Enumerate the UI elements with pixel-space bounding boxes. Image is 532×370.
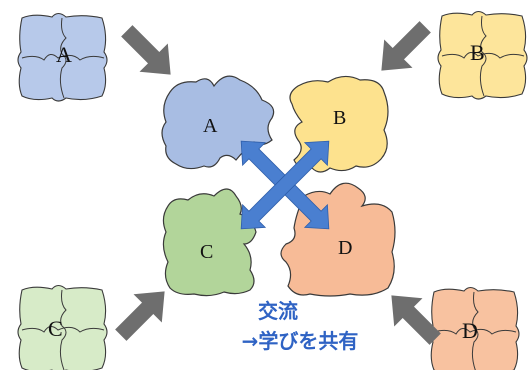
puzzle-piece-b-label: B [333, 107, 346, 129]
small-puzzle-b-label: B [470, 40, 485, 65]
caption-line-2: →学びを共有 [242, 329, 359, 353]
small-puzzle-b: B [437, 10, 528, 100]
puzzle-piece-a-label: A [203, 115, 218, 137]
small-puzzle-d: D [429, 286, 520, 370]
arrow-icon [391, 295, 441, 345]
arrow-icon [115, 291, 165, 341]
puzzle-piece-d-label: D [338, 237, 352, 259]
puzzle-piece-c-label: C [200, 241, 213, 263]
small-puzzle-c: C [17, 284, 108, 370]
arrow-icon [121, 25, 171, 75]
small-puzzle-d-label: D [462, 318, 478, 343]
puzzle-piece-c: C [162, 188, 257, 297]
caption-line-1: 交流 [258, 299, 298, 323]
arrow-icon [381, 21, 431, 71]
small-puzzle-a-label: A [56, 42, 72, 67]
small-puzzle-a: A [17, 12, 108, 102]
inward-arrows [115, 21, 441, 345]
small-puzzle-c-label: C [48, 316, 63, 341]
cross-double-arrow-icon [240, 140, 330, 230]
